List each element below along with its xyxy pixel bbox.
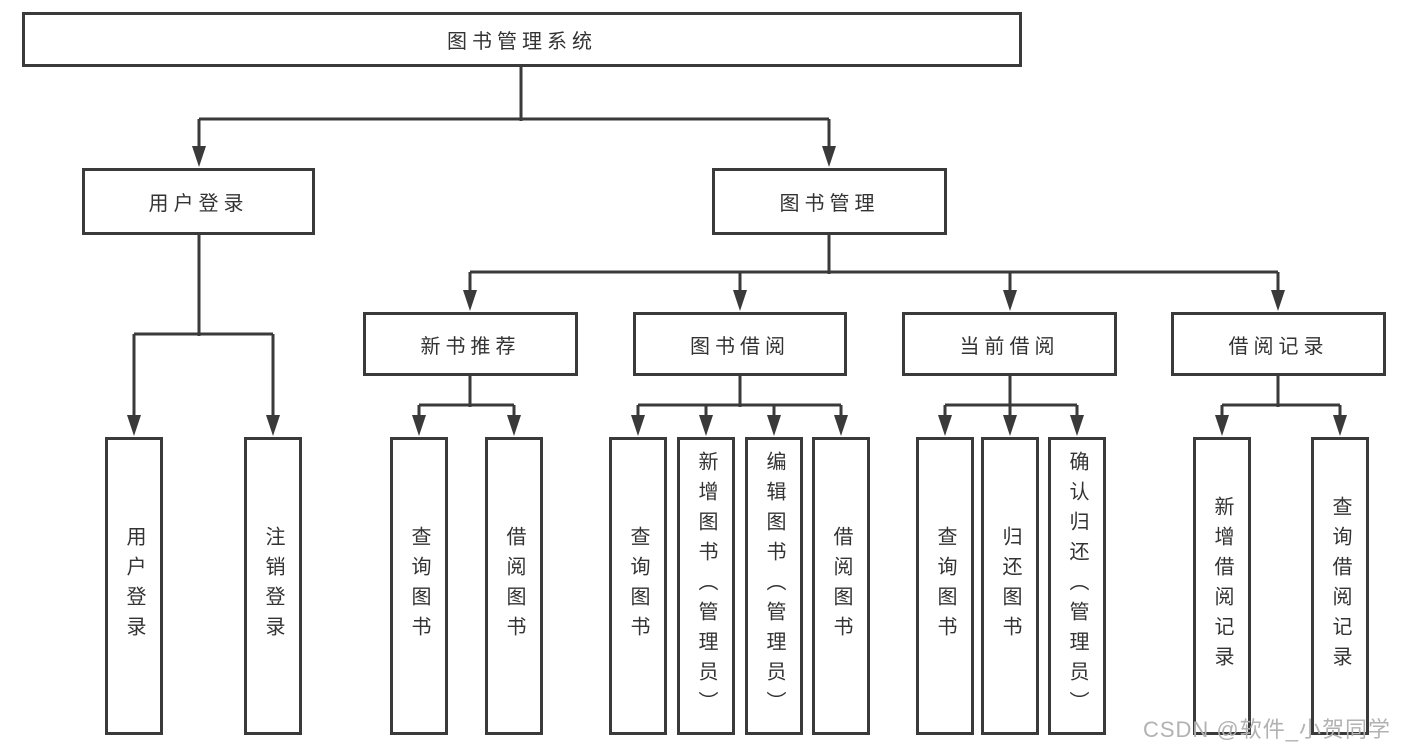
- leaf-query-books-recommend-label: 查询图书: [408, 526, 430, 646]
- node-borrowing-records: 借阅记录: [1171, 312, 1386, 376]
- node-book-management-branch-label: 图书管理: [779, 193, 880, 215]
- leaf-add-borrow-record: 新增借阅记录: [1193, 437, 1251, 735]
- node-new-book-recommend-label: 新书推荐: [420, 335, 521, 358]
- leaf-user-login: 用户登录: [105, 437, 163, 735]
- node-root: 图书管理系统: [22, 12, 1022, 67]
- leaf-confirm-return-admin: 确认归还（管理员）: [1048, 437, 1106, 735]
- node-root-label: 图书管理系统: [447, 31, 597, 53]
- node-current-borrowing: 当前借阅: [902, 312, 1117, 376]
- leaf-query-books-current: 查询图书: [916, 437, 974, 735]
- leaf-edit-books-admin-label: 编辑图书（管理员）: [763, 451, 785, 721]
- watermark: CSDN @软件_小贺同学: [1142, 717, 1391, 742]
- leaf-user-login-label: 用户登录: [123, 526, 145, 646]
- leaf-borrow-books-recommend: 借阅图书: [485, 437, 543, 735]
- leaf-edit-books-admin: 编辑图书（管理员）: [745, 437, 803, 735]
- leaf-logout-label: 注销登录: [262, 526, 284, 646]
- leaf-query-borrow-record: 查询借阅记录: [1311, 437, 1369, 735]
- leaf-add-books-admin: 新增图书（管理员）: [677, 437, 735, 735]
- leaf-query-books-borrowing-label: 查询图书: [627, 526, 649, 646]
- node-book-management-branch: 图书管理: [712, 168, 947, 235]
- leaf-query-books-current-label: 查询图书: [934, 526, 956, 646]
- leaf-borrow-books-borrowing-label: 借阅图书: [830, 526, 852, 646]
- node-new-book-recommend: 新书推荐: [363, 312, 578, 376]
- node-book-borrowing: 图书借阅: [633, 312, 847, 376]
- leaf-return-books-label: 归还图书: [999, 526, 1021, 646]
- node-user-login-branch: 用户登录: [82, 168, 315, 235]
- leaf-confirm-return-admin-label: 确认归还（管理员）: [1066, 451, 1088, 721]
- leaf-logout: 注销登录: [244, 437, 302, 735]
- leaf-query-books-borrowing: 查询图书: [609, 437, 667, 735]
- leaf-add-borrow-record-label: 新增借阅记录: [1211, 496, 1233, 676]
- leaf-query-borrow-record-label: 查询借阅记录: [1329, 496, 1351, 676]
- node-borrowing-records-label: 借阅记录: [1228, 335, 1329, 358]
- leaf-borrow-books-borrowing: 借阅图书: [812, 437, 870, 735]
- leaf-return-books: 归还图书: [981, 437, 1039, 735]
- leaf-query-books-recommend: 查询图书: [390, 437, 448, 735]
- node-user-login-branch-label: 用户登录: [148, 193, 249, 215]
- leaf-add-books-admin-label: 新增图书（管理员）: [695, 451, 717, 721]
- node-book-borrowing-label: 图书借阅: [690, 335, 790, 358]
- node-current-borrowing-label: 当前借阅: [959, 335, 1060, 358]
- leaf-borrow-books-recommend-label: 借阅图书: [503, 526, 525, 646]
